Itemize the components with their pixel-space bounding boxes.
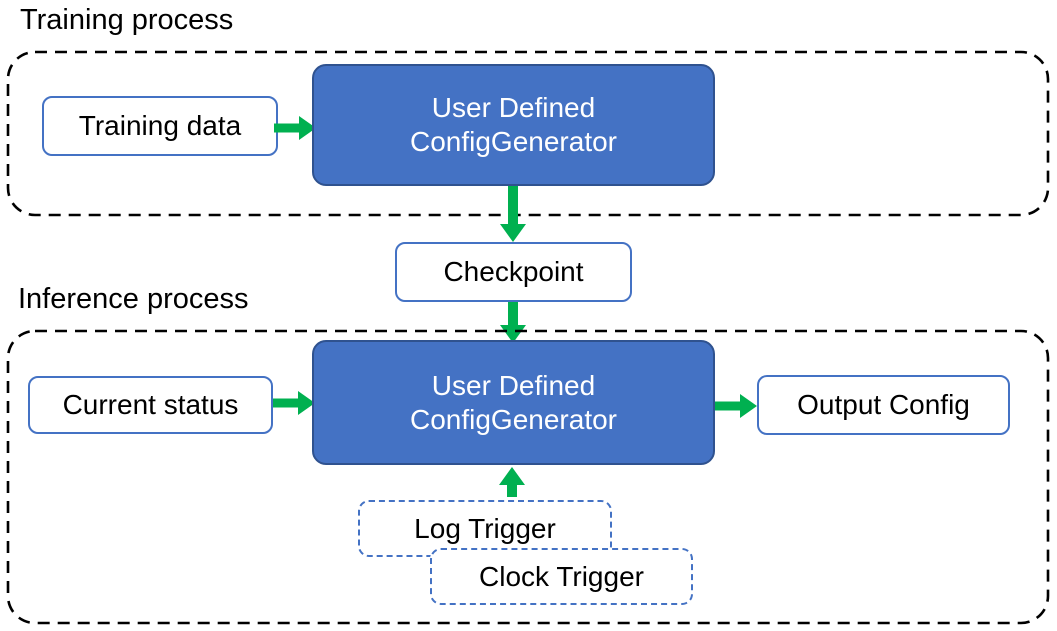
inference-config-generator-node: User Defined ConfigGenerator [312, 340, 715, 465]
checkpoint-node: Checkpoint [395, 242, 632, 302]
arrow-checkpoint-to-inference-generator [500, 302, 526, 343]
arrow-current-status-to-generator [273, 391, 315, 415]
training-generator-line1: User Defined [431, 92, 596, 123]
output-config-node: Output Config [757, 375, 1010, 435]
training-container-border [6, 50, 1050, 217]
training-data-node: Training data [42, 96, 278, 156]
arrow-triggers-to-generator [499, 467, 525, 497]
training-config-generator-node: User Defined ConfigGenerator [312, 64, 715, 186]
arrow-generator-to-checkpoint [500, 186, 526, 242]
arrow-training-data-to-generator [274, 116, 316, 140]
current-status-node: Current status [28, 376, 273, 434]
clock-trigger-node: Clock Trigger [430, 548, 693, 605]
inference-generator-line2: ConfigGenerator [409, 403, 617, 435]
arrow-generator-to-output-config [715, 394, 757, 418]
inference-container-border [6, 329, 1050, 625]
training-process-label: Training process [20, 4, 234, 36]
inference-process-label: Inference process [18, 283, 249, 315]
training-generator-line2: ConfigGenerator [409, 126, 617, 157]
inference-generator-line1: User Defined [431, 369, 596, 401]
